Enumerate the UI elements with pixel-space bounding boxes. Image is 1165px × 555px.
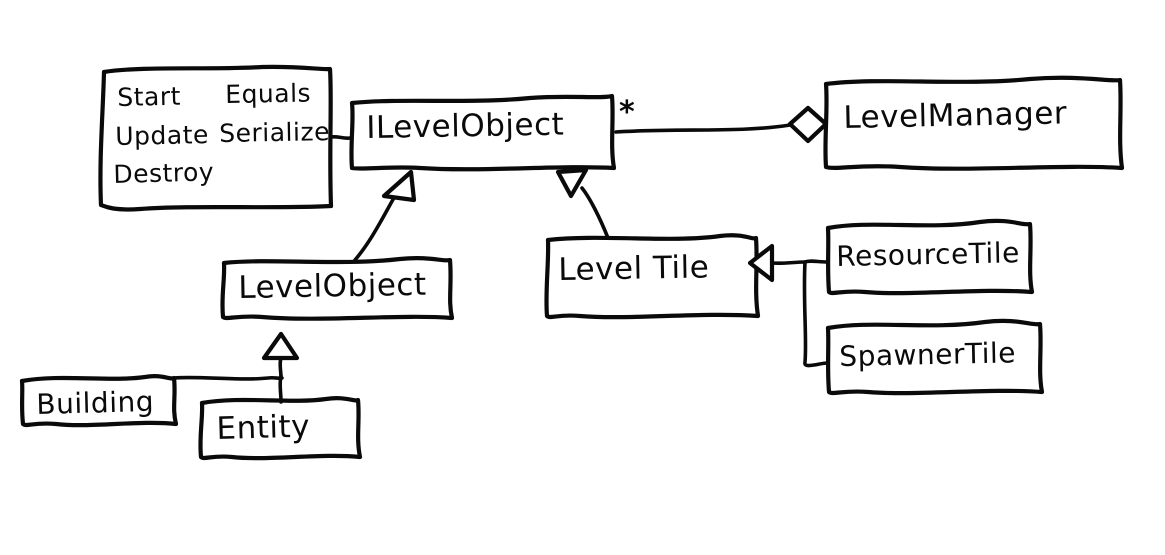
realization-leveltile-connector xyxy=(555,167,610,240)
inheritance-levelobject-children-connector xyxy=(172,331,300,404)
entity-box-shape[interactable] xyxy=(198,396,363,461)
class-label-leveltile: Level Tile xyxy=(558,249,710,288)
method-serialize-label: Serialize xyxy=(219,117,331,148)
spawnertile-box-shape[interactable] xyxy=(825,318,1045,396)
levelmanager-box-shape[interactable] xyxy=(823,75,1125,171)
method-equals-label: Equals xyxy=(225,78,312,109)
class-label-levelmanager: LevelManager xyxy=(843,95,1068,136)
leveltile-box-shape[interactable] xyxy=(544,233,761,320)
realization-levelobject-connector xyxy=(353,169,417,262)
method-update-label: Update xyxy=(115,120,210,151)
ilevelobject-box-shape[interactable] xyxy=(349,93,617,172)
methods-box-shape[interactable] xyxy=(98,64,334,212)
aggregation-connector xyxy=(614,105,829,144)
levelobject-box-shape[interactable] xyxy=(220,256,455,321)
multiplicity-label-ilevelobject: * xyxy=(619,95,636,130)
resourcetile-box-shape[interactable] xyxy=(825,218,1035,296)
class-label-resourcetile: ResourceTile xyxy=(836,236,1021,273)
note-link-connector xyxy=(329,134,352,141)
method-destroy-label: Destroy xyxy=(113,157,215,189)
class-label-building: Building xyxy=(36,384,155,421)
class-label-entity: Entity xyxy=(216,408,311,447)
class-label-ilevelobject: ILevelObject xyxy=(366,106,565,146)
building-box-shape[interactable] xyxy=(19,374,179,428)
method-start-label: Start xyxy=(117,81,182,112)
class-label-spawnertile: SpawnerTile xyxy=(839,336,1017,373)
class-label-levelobject: LevelObject xyxy=(238,266,427,306)
inheritance-tiles-connector xyxy=(747,243,830,368)
